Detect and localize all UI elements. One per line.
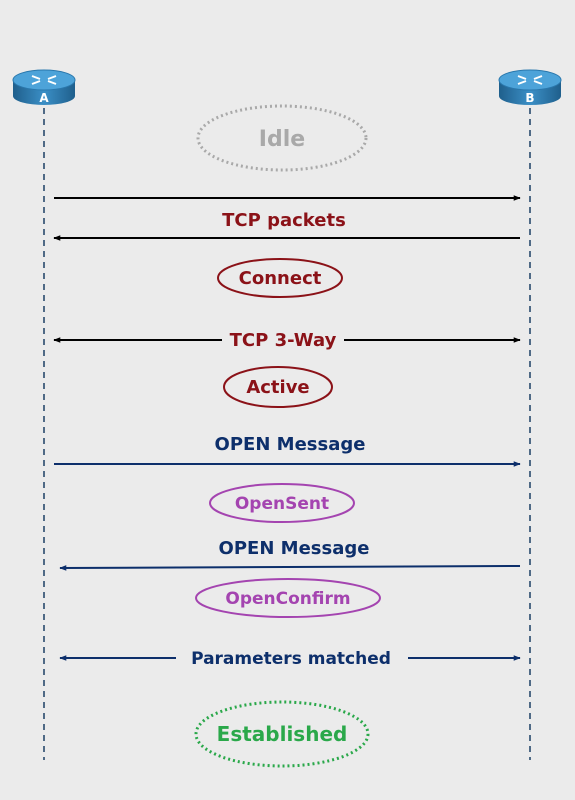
arrow-parameters-matched: Parameters matched xyxy=(59,649,521,669)
label-open-message-2: OPEN Message xyxy=(219,538,370,559)
state-opensent: OpenSent xyxy=(209,483,355,523)
label-tcp-packets: TCP packets xyxy=(222,210,346,231)
state-connect: Connect xyxy=(217,258,343,298)
router-arrows-icon xyxy=(31,75,57,85)
router-b: B xyxy=(498,69,562,105)
state-established: Established xyxy=(194,700,370,768)
state-active: Active xyxy=(223,366,333,408)
label-tcp-3way: TCP 3-Way xyxy=(230,330,337,351)
state-opensent-label: OpenSent xyxy=(235,494,329,514)
router-b-label: B xyxy=(525,91,534,105)
label-open-message-1: OPEN Message xyxy=(215,434,366,455)
state-openconfirm: OpenConfirm xyxy=(195,578,381,618)
arrow-b-to-a-open xyxy=(59,565,521,571)
state-active-label: Active xyxy=(246,377,309,398)
state-openconfirm-label: OpenConfirm xyxy=(225,589,350,609)
router-a: A xyxy=(12,69,76,105)
state-established-label: Established xyxy=(217,722,348,746)
state-connect-label: Connect xyxy=(239,268,322,289)
label-parameters-matched: Parameters matched xyxy=(191,649,391,669)
router-arrows-icon xyxy=(517,75,543,85)
router-a-label: A xyxy=(39,91,49,105)
arrow-tcp-3way: TCP 3-Way xyxy=(53,330,521,351)
state-idle-label: Idle xyxy=(259,127,305,152)
state-idle: Idle xyxy=(196,104,368,172)
